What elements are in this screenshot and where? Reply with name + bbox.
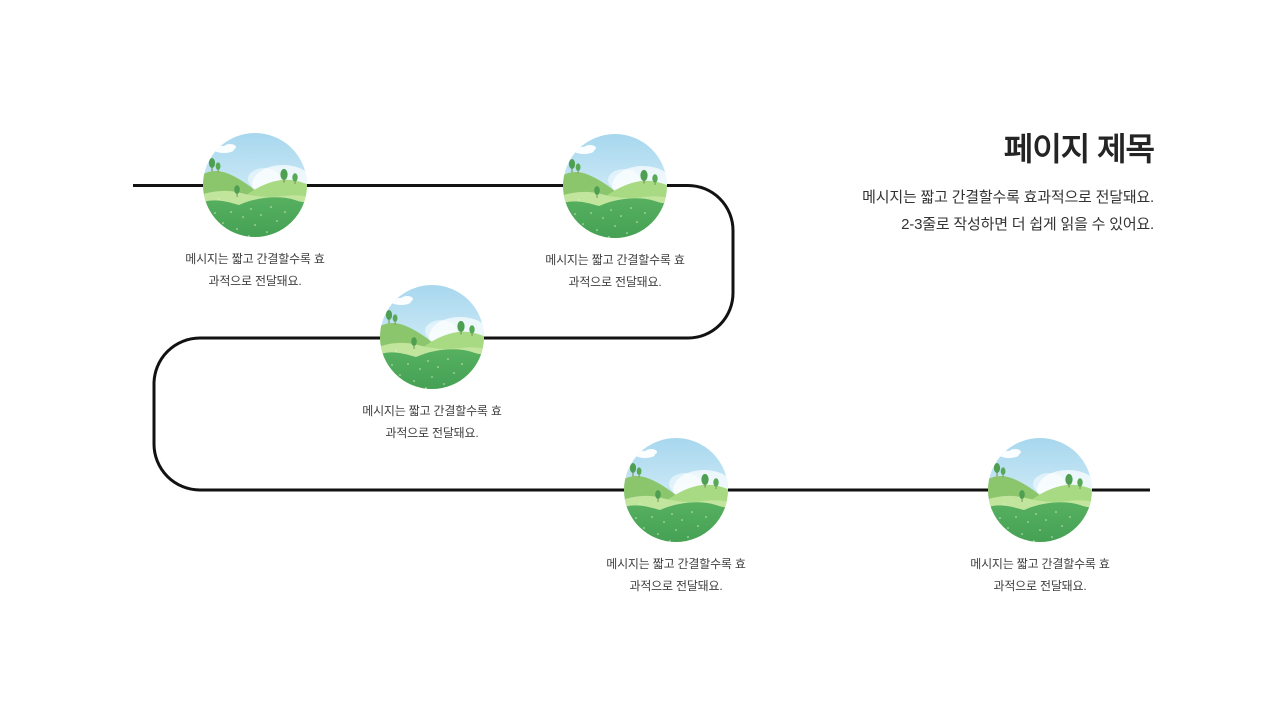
subtitle-line-1: 메시지는 짧고 간결할수록 효과적으로 전달돼요. — [862, 189, 1154, 206]
landscape-illustration — [563, 134, 667, 238]
timeline-node-3: 메시지는 짧고 간결할수록 효 과적으로 전달돼요. — [362, 285, 502, 440]
landscape-illustration — [380, 285, 484, 389]
subtitle-line-2: 2-3줄로 작성하면 더 쉽게 읽을 수 있어요. — [901, 216, 1154, 233]
caption-line-1: 메시지는 짧고 간결할수록 효 — [545, 253, 685, 267]
landscape-illustration — [624, 438, 728, 542]
node-caption: 메시지는 짧고 간결할수록 효 과적으로 전달돼요. — [317, 400, 547, 444]
timeline-node-4: 메시지는 짧고 간결할수록 효 과적으로 전달돼요. — [606, 438, 746, 593]
caption-line-1: 메시지는 짧고 간결할수록 효 — [362, 404, 502, 418]
timeline-node-1: 메시지는 짧고 간결할수록 효 과적으로 전달돼요. — [185, 133, 325, 288]
caption-line-2: 과적으로 전달돼요. — [385, 426, 479, 440]
caption-line-2: 과적으로 전달돼요. — [208, 274, 302, 288]
caption-line-2: 과적으로 전달돼요. — [629, 579, 723, 593]
timeline-node-2: 메시지는 짧고 간결할수록 효 과적으로 전달돼요. — [545, 134, 685, 289]
caption-line-2: 과적으로 전달돼요. — [568, 275, 662, 289]
caption-line-2: 과적으로 전달돼요. — [993, 579, 1087, 593]
caption-line-1: 메시지는 짧고 간결할수록 효 — [970, 557, 1110, 571]
page-subtitle: 메시지는 짧고 간결할수록 효과적으로 전달돼요. 2-3줄로 작성하면 더 쉽… — [862, 184, 1154, 238]
caption-line-1: 메시지는 짧고 간결할수록 효 — [606, 557, 746, 571]
node-caption: 메시지는 짧고 간결할수록 효 과적으로 전달돼요. — [925, 553, 1155, 597]
title-block: 페이지 제목 메시지는 짧고 간결할수록 효과적으로 전달돼요. 2-3줄로 작… — [862, 130, 1155, 238]
page-title: 페이지 제목 — [1003, 131, 1155, 167]
node-caption: 메시지는 짧고 간결할수록 효 과적으로 전달돼요. — [140, 248, 370, 292]
node-caption: 메시지는 짧고 간결할수록 효 과적으로 전달돼요. — [500, 249, 730, 293]
timeline-node-5: 메시지는 짧고 간결할수록 효 과적으로 전달돼요. — [970, 438, 1110, 593]
landscape-illustration — [203, 133, 307, 237]
landscape-illustration — [988, 438, 1092, 542]
caption-line-1: 메시지는 짧고 간결할수록 효 — [185, 252, 325, 266]
node-caption: 메시지는 짧고 간결할수록 효 과적으로 전달돼요. — [561, 553, 791, 597]
